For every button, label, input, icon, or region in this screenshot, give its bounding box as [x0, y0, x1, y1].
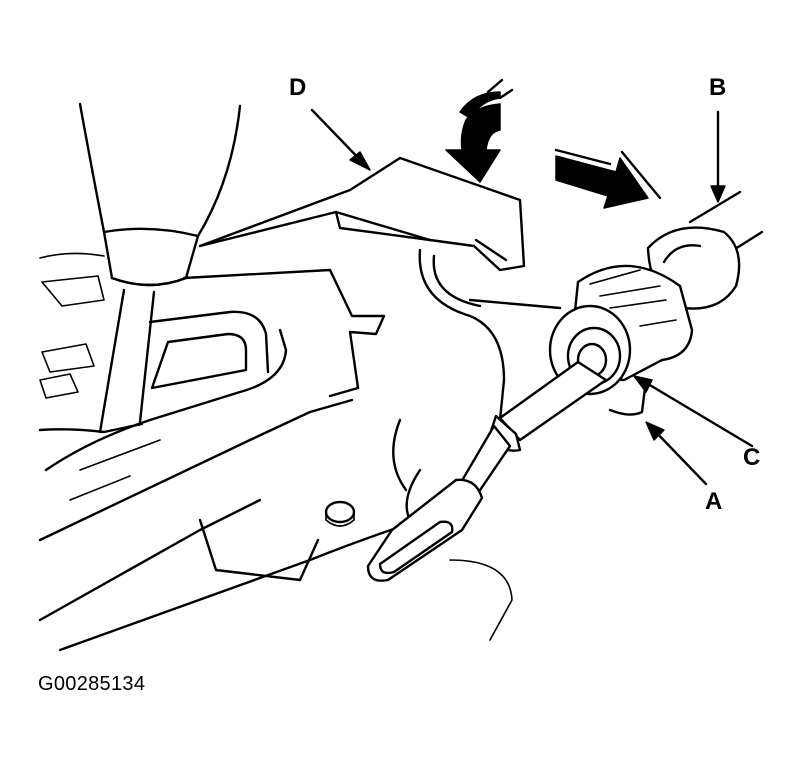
label-d: D	[289, 74, 307, 101]
leader-arrowhead-b	[710, 185, 726, 203]
label-b: B	[709, 74, 727, 101]
leader-arrowhead-a	[645, 421, 665, 441]
leader-arrowhead-c	[633, 375, 653, 393]
cable-assembly	[366, 190, 764, 641]
shift-lever	[78, 102, 242, 434]
figure-code: G00285134	[38, 673, 146, 695]
label-c: C	[743, 444, 761, 471]
console-housing	[38, 252, 422, 652]
leader-line-c	[636, 376, 754, 448]
push-arrow-icon	[445, 78, 514, 183]
label-a: A	[705, 488, 723, 515]
pull-arrow-icon	[554, 148, 662, 209]
leader-arrowhead-d	[349, 151, 371, 171]
